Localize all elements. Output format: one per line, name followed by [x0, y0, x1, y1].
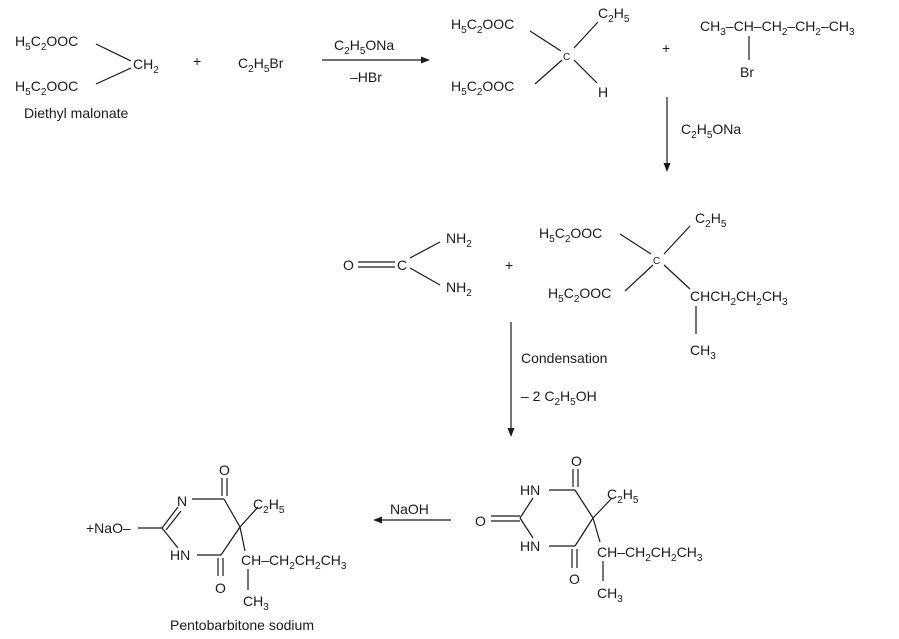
condensation-label: Condensation — [521, 350, 607, 366]
bond — [409, 241, 441, 259]
malonate-ch2: CH2 — [133, 56, 159, 76]
arrow-1-byproduct: –HBr — [350, 69, 382, 85]
reaction-arrow-4: NaOH — [373, 501, 451, 524]
arrow-4-reagent: NaOH — [390, 501, 429, 517]
int2-side-chain: CHCH2CH2CH3 — [690, 288, 788, 308]
bond — [95, 43, 132, 62]
bond — [592, 517, 601, 543]
bond — [573, 59, 598, 84]
int2-center-carbon: C — [653, 256, 660, 267]
plus-sign: + — [193, 53, 201, 69]
bond — [95, 67, 132, 85]
reaction-arrow-2: C2H5ONa — [663, 97, 741, 172]
int2-bottom-ester: H5C2OOC — [548, 285, 611, 305]
arrow-head — [507, 428, 515, 437]
urea-oxygen: O — [343, 257, 354, 273]
product-ring-hn: HN — [170, 547, 190, 563]
urea-carbon: C — [397, 257, 407, 273]
malonate-top-ester: H5C2OOC — [15, 33, 78, 53]
arrow-head — [373, 516, 382, 524]
product-o-top: O — [219, 462, 230, 478]
int1-ethyl: C2H5 — [598, 5, 630, 25]
urea-nh2-top: NH2 — [446, 230, 472, 250]
plus-sign: + — [662, 40, 670, 56]
ring-o-left: O — [475, 513, 486, 529]
reaction-arrow-3: Condensation – 2 C2H5OH — [507, 322, 607, 437]
diethyl-malonate: H5C2OOC H5C2OOC CH2 Diethyl malonate — [15, 33, 159, 121]
bond — [161, 506, 179, 529]
product-ethyl: C2H5 — [253, 496, 285, 516]
bond — [619, 233, 652, 255]
pento-side-chain: CH–CH2CH2CH3 — [597, 544, 703, 564]
bond — [592, 497, 613, 519]
int1-bottom-ester: H5C2OOC — [451, 78, 514, 98]
bond — [529, 30, 562, 52]
ethyl-bromide: C2H5Br — [238, 55, 284, 75]
int1-hydrogen: H — [598, 84, 608, 100]
2-bromopentane: CH3–CH–CH2–CH2–CH3 Br — [700, 18, 855, 80]
malonate-bottom-ester: H5C2OOC — [15, 78, 78, 98]
bond — [220, 526, 241, 556]
product-side-chain: CH–CH2CH2CH3 — [241, 552, 347, 572]
bond — [409, 267, 441, 286]
bond — [161, 527, 179, 549]
pento-methyl: CH3 — [597, 585, 623, 605]
bond — [663, 264, 691, 290]
bond — [165, 510, 182, 531]
diethyl-ethylmalonate: H5C2OOC H5C2OOC C C2H5 H — [451, 5, 630, 100]
bromopentane-chain: CH3–CH–CH2–CH2–CH3 — [700, 18, 855, 38]
ring-hn-bottom: HN — [520, 538, 540, 554]
arrow-1-reagent: C2H5ONa — [334, 37, 394, 57]
int2-top-ester: H5C2OOC — [539, 225, 602, 245]
product-methyl: CH3 — [243, 593, 269, 613]
arrow-head — [663, 163, 671, 172]
bond — [574, 517, 594, 547]
bond — [519, 517, 534, 539]
bond — [663, 225, 691, 255]
condensation-byproduct: – 2 C2H5OH — [521, 388, 597, 408]
product-ring-n: N — [177, 493, 187, 509]
bond — [534, 59, 563, 85]
bond — [223, 498, 241, 528]
ring-o-top: O — [571, 453, 582, 469]
ring-o-bottom: O — [569, 571, 580, 587]
product-sodium-oxide: +NaO– — [86, 520, 131, 536]
int2-methyl: CH3 — [690, 342, 716, 362]
arrow-2-reagent: C2H5ONa — [681, 121, 741, 141]
bond — [574, 489, 594, 519]
int1-center-carbon: C — [563, 52, 570, 63]
bond — [239, 526, 246, 552]
disubstituted-malonate: H5C2OOC H5C2OOC C C2H5 CHCH2CH2CH3 CH3 — [539, 210, 788, 362]
int1-top-ester: H5C2OOC — [451, 16, 514, 36]
int2-ethyl: C2H5 — [695, 210, 727, 230]
urea: O C NH2 NH2 — [343, 230, 472, 299]
malonate-name-label: Diethyl malonate — [24, 105, 128, 121]
urea-nh2-bottom: NH2 — [446, 279, 472, 299]
bond — [573, 21, 599, 49]
bond — [624, 264, 654, 292]
pentobarbital: O HN HN O O C2H5 CH–CH2CH2CH3 CH3 — [475, 453, 703, 605]
product-o-bottom: O — [215, 580, 226, 596]
arrow-head — [421, 56, 430, 64]
pento-ethyl: C2H5 — [607, 486, 639, 506]
bond — [239, 506, 259, 528]
ring-hn-top: HN — [520, 482, 540, 498]
plus-sign: + — [505, 257, 513, 273]
bromopentane-br: Br — [740, 64, 754, 80]
pentobarbitone-sodium: O N HN +NaO– O C2H5 CH–CH2CH2CH3 CH3 Pen… — [86, 462, 347, 633]
bond — [519, 497, 534, 519]
product-name-label: Pentobarbitone sodium — [170, 617, 314, 633]
reaction-arrow-1: C2H5ONa –HBr — [322, 37, 430, 85]
